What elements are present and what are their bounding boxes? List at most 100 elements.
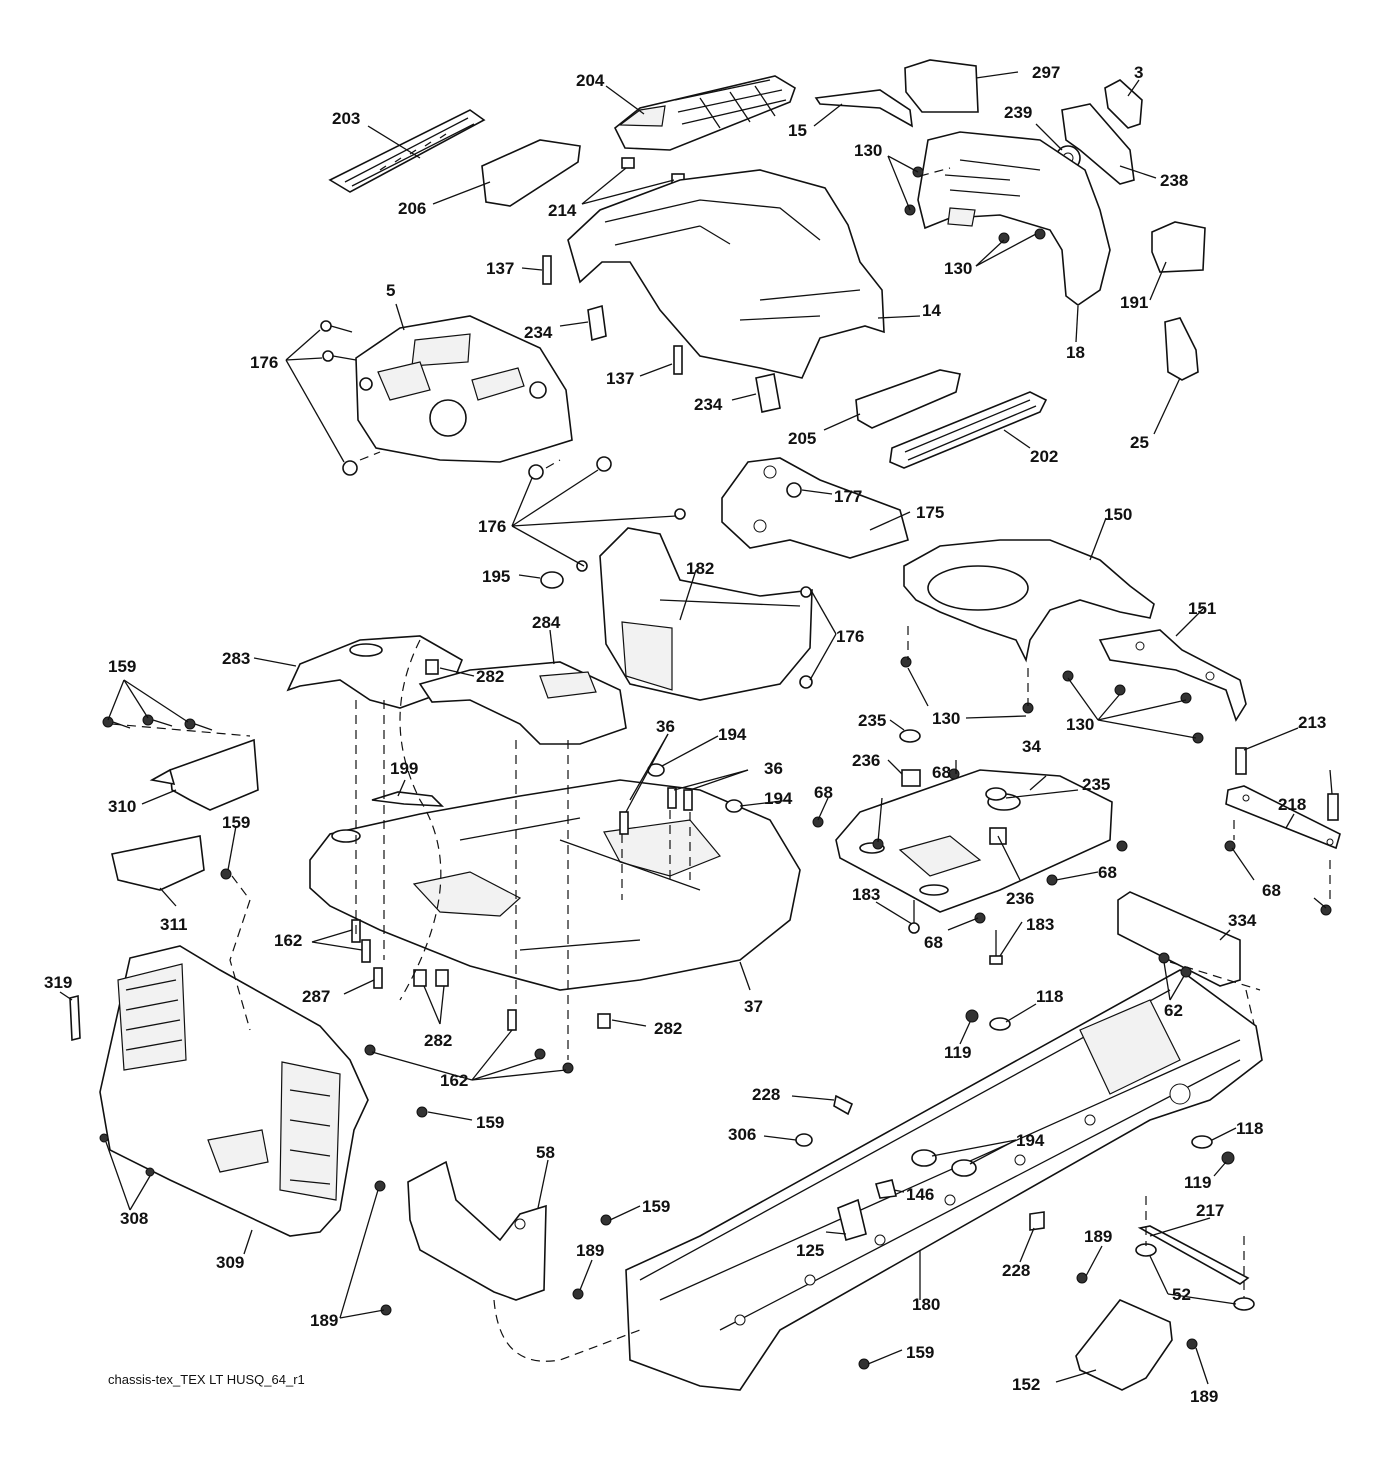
label-183-right: 183 [1026,915,1054,934]
label-238: 238 [1160,171,1188,190]
label-235-upper: 235 [858,711,886,730]
label-204: 204 [576,71,605,90]
label-159-bottom: 159 [906,1343,934,1362]
label-214: 214 [548,201,577,220]
part-191-foam [1151,221,1206,273]
label-176-right: 176 [836,627,864,646]
label-189-c: 189 [310,1311,338,1330]
label-239: 239 [1004,103,1032,122]
label-5: 5 [386,281,395,300]
label-236-upper: 236 [852,751,880,770]
part-159-screws [102,714,870,1370]
label-119-upper: 119 [944,1043,971,1062]
part-150-shroud [903,539,1155,663]
part-177-grommet [786,482,802,498]
part-137-rod-lower [673,345,683,375]
label-68-d: 68 [1262,881,1281,900]
label-194-lower: 194 [1016,1131,1045,1150]
label-191: 191 [1120,293,1148,312]
diagram-caption: chassis-tex_TEX LT HUSQ_64_r1 [108,1372,305,1387]
part-311-bracket [111,835,205,891]
label-125: 125 [796,1241,824,1260]
label-205: 205 [788,429,816,448]
label-309: 309 [216,1253,244,1272]
label-189-a: 189 [1084,1227,1112,1246]
part-14-hood [567,169,885,379]
label-25: 25 [1130,433,1149,452]
label-195: 195 [482,567,510,586]
part-203-grille-strip [328,109,486,193]
label-334: 334 [1228,911,1257,930]
label-119-lower: 119 [1184,1173,1211,1192]
part-189-screws [374,1180,1198,1350]
part-182-panel [599,527,813,701]
label-203: 203 [332,109,360,128]
part-152-cover [1075,1299,1173,1391]
label-137-upper: 137 [486,259,514,278]
label-14: 14 [922,301,941,320]
label-62: 62 [1164,1001,1183,1020]
label-159-lower: 159 [642,1197,670,1216]
part-58-bracket [407,1160,547,1301]
part-204-hood-vent [613,75,796,151]
part-284-fender-right [418,661,627,745]
label-234-lower: 234 [694,395,723,414]
part-37-body-pan [309,779,801,991]
part-52-bushings [1135,1243,1255,1311]
label-180: 180 [912,1295,940,1314]
label-159-upper: 159 [108,657,136,676]
label-68-e: 68 [924,933,943,952]
label-228-upper: 228 [752,1085,780,1104]
leader-lines [59,71,1333,1385]
label-130-mid-right: 130 [1066,715,1094,734]
part-235-236-bushings [899,729,1007,845]
part-202-grille [889,391,1048,469]
part-18-front-cowl [917,131,1111,306]
part-234-pad-upper [587,304,607,342]
label-68-a: 68 [932,763,951,782]
label-218: 218 [1278,795,1306,814]
label-118-lower: 118 [1236,1119,1263,1138]
part-283-cup-holder [349,643,383,657]
label-36-upper: 36 [656,717,675,736]
label-130-right: 130 [944,259,972,278]
part-151-bracket [1098,629,1247,722]
label-217: 217 [1196,1201,1224,1220]
label-206: 206 [398,199,426,218]
label-3: 3 [1134,63,1143,82]
label-18: 18 [1066,343,1085,362]
label-137-lower: 137 [606,369,634,388]
label-194-upper: 194 [718,725,747,744]
label-146: 146 [906,1185,934,1204]
label-159-mid: 159 [222,813,250,832]
part-misc-hardware [795,1094,1045,1242]
label-199: 199 [390,759,418,778]
label-183-left: 183 [852,885,880,904]
part-34-mount-plate [835,769,1113,913]
label-235-lower: 235 [1082,775,1110,794]
label-297: 297 [1032,63,1060,82]
label-287: 287 [302,987,330,1006]
label-130-mid: 130 [932,709,960,728]
part-319-clip [69,994,81,1042]
label-36-lower: 36 [764,759,783,778]
part-25-curved-strip [1164,317,1199,381]
part-183-bolts [908,900,1003,965]
part-180-frame [625,969,1263,1391]
label-189-d: 189 [1190,1387,1218,1406]
part-labels: 203 204 15 297 3 239 238 130 206 214 137… [44,63,1326,1406]
label-213: 213 [1298,713,1326,732]
label-234-upper: 234 [524,323,553,342]
label-202: 202 [1030,447,1058,466]
label-306: 306 [728,1125,756,1144]
part-309-front-grille [99,945,369,1237]
part-drawings [69,59,1341,1391]
part-118-119-washers [965,1009,1235,1165]
label-194-mid: 194 [764,789,793,808]
label-177: 177 [834,487,862,506]
label-152: 152 [1012,1375,1040,1394]
part-297-foam-block [904,59,979,113]
label-68-b: 68 [814,783,833,802]
label-151: 151 [1188,599,1216,618]
